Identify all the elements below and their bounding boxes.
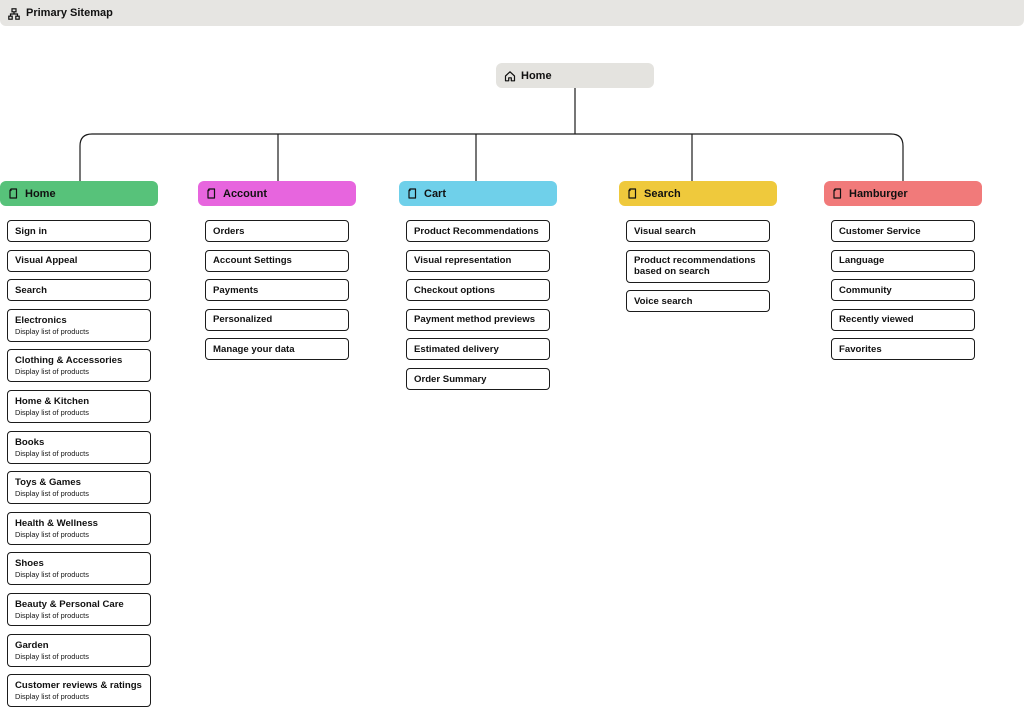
page-node-search[interactable]: Product recommendations based on search: [626, 249, 770, 283]
page-description: Display list of products: [15, 570, 89, 580]
page-label: Home & Kitchen: [15, 396, 90, 407]
page-label: Payment method previews: [414, 314, 536, 326]
page-description: Display list of products: [15, 367, 89, 377]
section-header-cart[interactable]: Cart: [399, 181, 557, 206]
page-description: Display list of products: [15, 611, 89, 620]
page-node-cart[interactable]: Product Recommendations: [406, 220, 550, 242]
page-label: Electronics: [15, 314, 67, 326]
root-label: Home: [521, 69, 552, 82]
page-node-home[interactable]: Search: [7, 279, 151, 302]
page-label: Voice search: [634, 295, 693, 307]
page-icon: [8, 188, 19, 199]
page-node-account[interactable]: Manage your data: [205, 338, 349, 361]
page-description: Display list of products: [15, 326, 89, 336]
page-label: Estimated delivery: [414, 343, 499, 355]
page-label: Search: [15, 284, 47, 296]
page-label: Toys & Games: [15, 477, 81, 489]
page-node-account[interactable]: Account Settings: [205, 249, 349, 272]
page-label: Books: [15, 436, 45, 448]
page-node-cart[interactable]: Payment method previews: [406, 308, 550, 331]
page-description: Display list of products: [15, 408, 89, 417]
page-label: Recently viewed: [839, 314, 914, 326]
page-label: Account Settings: [213, 255, 292, 267]
sitemap-icon: [8, 7, 20, 20]
page-label: Garden: [15, 639, 49, 651]
page-node-cart[interactable]: Order Summary: [406, 368, 550, 390]
page-node-home[interactable]: Visual Appeal: [7, 249, 151, 272]
page-label: Sign in: [15, 225, 47, 237]
page-label: Payments: [213, 284, 259, 296]
page-icon: [206, 188, 217, 199]
section-label: Cart: [424, 187, 447, 200]
page-node-cart[interactable]: Visual representation: [406, 249, 550, 272]
page-label: Visual representation: [414, 255, 512, 267]
page-icon: [407, 188, 418, 199]
page-label: Community: [839, 284, 892, 296]
page-label: Shoes: [15, 558, 44, 570]
section-label: Search: [644, 187, 681, 200]
page-label: Customer reviews & ratings: [15, 680, 142, 692]
page-label: Visual Appeal: [15, 255, 78, 267]
page-node-cart[interactable]: Estimated delivery: [406, 338, 550, 361]
page-node-hamburger[interactable]: Language: [831, 249, 975, 272]
page-node-hamburger[interactable]: Community: [831, 279, 975, 302]
section-header-hamburger[interactable]: Hamburger: [824, 181, 982, 206]
section-header-search[interactable]: Search: [619, 181, 777, 206]
page-label: Beauty & Personal Care: [15, 599, 124, 610]
home-icon: [504, 70, 516, 82]
page-node-hamburger[interactable]: Favorites: [831, 338, 975, 361]
page-node-search[interactable]: Visual search: [626, 220, 770, 242]
page-label: Visual search: [634, 225, 696, 237]
section-label: Home: [25, 187, 56, 200]
page-label: Product Recommendations: [414, 225, 539, 237]
page-node-search[interactable]: Voice search: [626, 290, 770, 313]
page-label: Health & Wellness: [15, 517, 98, 529]
page-description: Display list of products: [15, 529, 89, 539]
window-title: Primary Sitemap: [26, 7, 113, 19]
page-node-hamburger[interactable]: Customer Service: [831, 220, 975, 242]
page-label: Clothing & Accessories: [15, 355, 123, 367]
page-label: Customer Service: [839, 225, 921, 237]
page-label: Checkout options: [414, 284, 496, 296]
section-header-home[interactable]: Home: [0, 181, 158, 206]
page-description: Display list of products: [15, 448, 89, 458]
page-node-account[interactable]: Personalized: [205, 308, 349, 331]
page-description: Display list of products: [15, 489, 89, 499]
page-label: Language: [839, 255, 885, 267]
root-node-home[interactable]: Home: [496, 63, 654, 88]
page-icon: [627, 188, 638, 199]
section-label: Account: [223, 187, 267, 200]
page-label: Orders: [213, 225, 245, 237]
branch-bus: [79, 133, 904, 181]
page-node-cart[interactable]: Checkout options: [406, 279, 550, 302]
page-node-hamburger[interactable]: Recently viewed: [831, 308, 975, 331]
page-label: Order Summary: [414, 373, 487, 385]
section-label: Hamburger: [849, 187, 908, 200]
page-label: Favorites: [839, 343, 882, 355]
page-description: Display list of products: [15, 651, 89, 661]
page-node-account[interactable]: Orders: [205, 220, 349, 242]
page-description: Display list of products: [15, 692, 89, 702]
page-icon: [832, 188, 843, 199]
page-node-account[interactable]: Payments: [205, 279, 349, 302]
page-label: Manage your data: [213, 343, 295, 355]
page-label: Product recommendations based on search: [634, 255, 756, 278]
title-bar: Primary Sitemap: [0, 0, 1024, 26]
section-header-account[interactable]: Account: [198, 181, 356, 206]
page-label: Personalized: [213, 314, 273, 326]
page-node-home[interactable]: Sign in: [7, 220, 151, 242]
